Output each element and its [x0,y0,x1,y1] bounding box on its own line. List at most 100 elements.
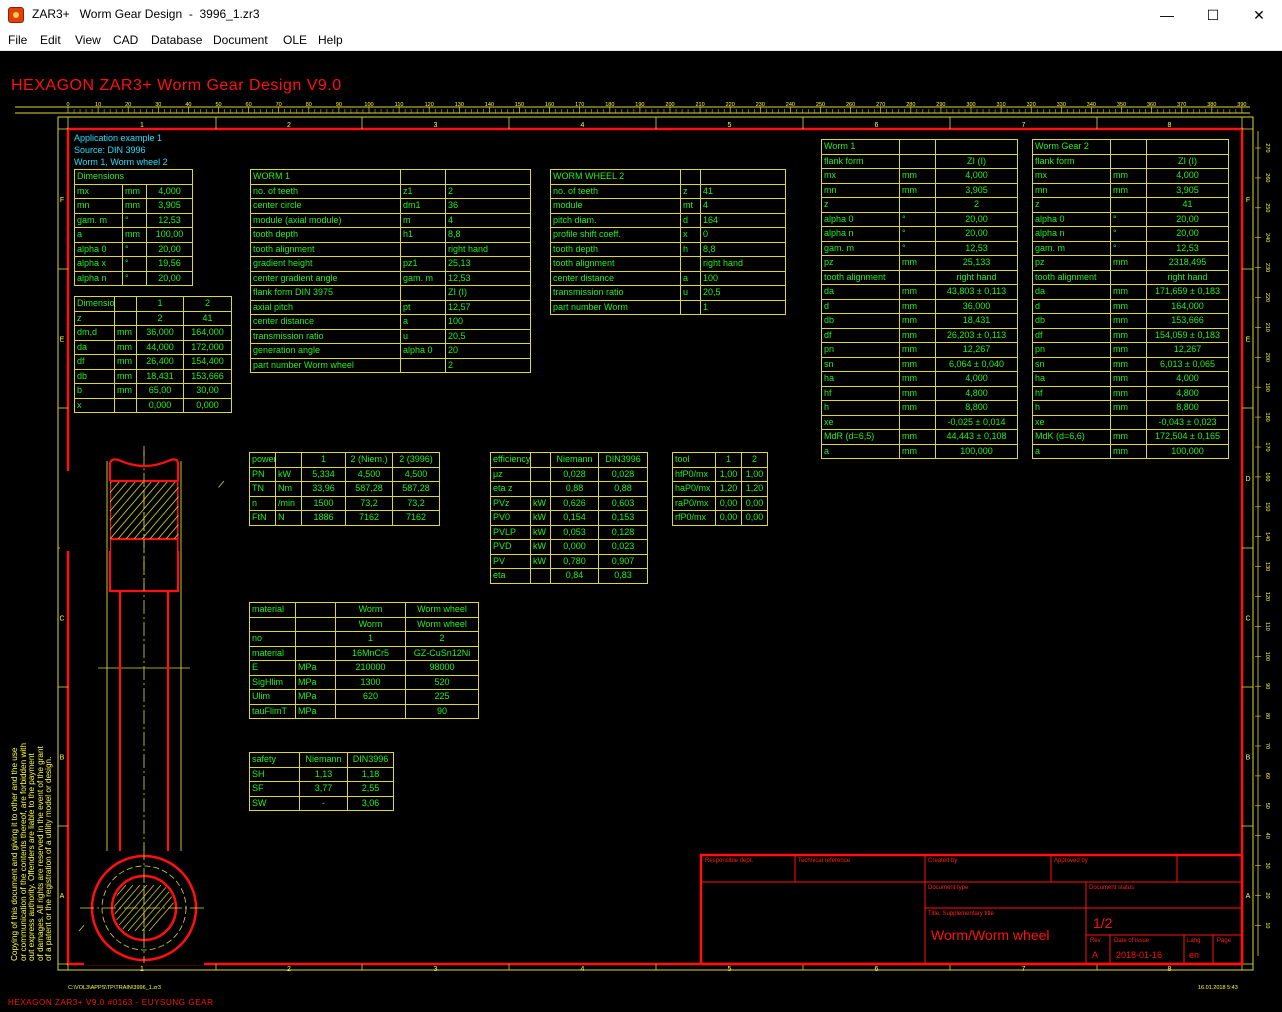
ruler-label: 160 [545,102,554,108]
table-cell: Worm Gear 2 [1032,139,1111,155]
table-row: gam. m°12,53 [821,240,1018,256]
zone-label: 2 [287,122,291,129]
ruler-label: 150 [1264,502,1270,511]
ruler-label: 220 [726,102,735,108]
table-cell: 0,023 [598,539,648,555]
table-row: alpha n°20,00 [1032,226,1229,242]
table-cell: pn [821,342,900,358]
table-cell [335,703,406,719]
table-cell: mm [1110,298,1147,314]
table-row: alpha n°20,00 [74,270,193,286]
table-cell: 154,400 [183,354,232,370]
ruler-label: 360 [1147,102,1156,108]
table-row: gam. m°12,53 [74,212,193,228]
ruler-label: 180 [1264,413,1270,422]
close-button[interactable]: ✕ [1253,7,1265,23]
table-cell [295,616,336,632]
table-cell: PVLP [490,524,531,540]
table-cell: mm [899,371,936,387]
tb-created-by: Created by [928,858,958,864]
ruler-label: 70 [1264,743,1270,749]
table-cell: 1 [715,452,742,468]
menu-edit[interactable]: Edit [40,33,61,47]
table-cell: kW [530,524,551,540]
table-cell: efficiency [490,452,531,468]
ruler-label: 350 [1117,102,1126,108]
table-cell: z [821,197,900,213]
table-cell: mm [1110,385,1147,401]
table-cell: ° [122,241,147,257]
table-cell: 4 [445,212,531,228]
ruler-label: 190 [1264,383,1270,392]
table-cell: 4,800 [935,385,1018,401]
table-cell: 3,905 [1146,182,1229,198]
table-cell: mm [1110,356,1147,372]
menu-file[interactable]: File [8,33,28,47]
table-cell [1110,269,1147,285]
table-cell: 30,00 [183,383,232,399]
menu-cad[interactable]: CAD [113,33,139,47]
tb-title-value: Worm/Worm wheel [931,927,1050,943]
menu-document[interactable]: Document [213,33,268,47]
table-cell: 2 [741,452,768,468]
table-cell: df [821,327,900,343]
ruler-label: 30 [1264,863,1270,869]
minimize-button[interactable]: — [1160,7,1174,23]
table-cell [1146,139,1229,155]
table-cell: PVD [490,539,531,555]
ruler-label: 130 [455,102,464,108]
table-cell: pz1 [400,256,446,272]
zone-label: E [1246,337,1251,344]
menu-ole[interactable]: OLE [283,33,308,47]
menu-help[interactable]: Help [318,33,343,47]
table-cell: 210000 [335,660,406,676]
table-cell: hf [821,385,900,401]
table-cell: xe [821,414,900,430]
table-row: Dimensions [74,169,193,185]
table-cell: 2,55 [347,781,394,797]
table-cell [935,139,1018,155]
menu-database[interactable]: Database [151,33,203,47]
menu-view[interactable]: View [75,33,101,47]
window-title: ZAR3+ Worm Gear Design - 3996_1.zr3 [32,7,260,21]
maximize-button[interactable]: ☐ [1206,7,1220,23]
table-cell: 153,666 [183,368,232,384]
table-cell: N [275,510,302,526]
ruler-label: 270 [876,102,885,108]
table-cell: 4,000 [1146,371,1229,387]
table-cell: 36,000 [935,298,1018,314]
table-cell: a [1032,443,1111,459]
table-cell: 587,28 [392,481,440,497]
table-cell: 0,028 [550,466,599,482]
table-cell: mm [1110,255,1147,271]
table-cell: 20,00 [1146,226,1229,242]
table-cell: 0,907 [598,553,648,569]
info-line-2: Source: DIN 3996 [74,145,146,155]
table-cell: 100,000 [935,443,1018,459]
table-cell: mm [1110,400,1147,416]
table-cell: 12,267 [1146,342,1229,358]
